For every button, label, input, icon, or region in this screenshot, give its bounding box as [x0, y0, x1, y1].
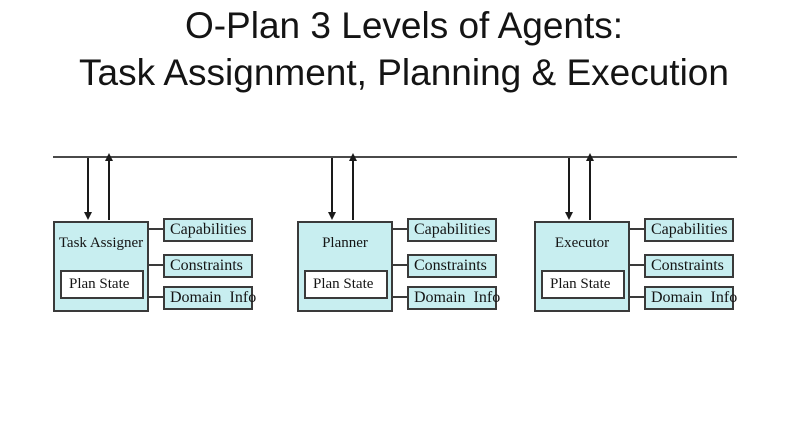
- agent-box-task-assigner: Task Assigner Plan State: [53, 221, 149, 312]
- resource-label: Capabilities: [414, 221, 491, 238]
- resource-label: Domain Info: [651, 289, 738, 306]
- resource-box-constraints: Constraints: [407, 254, 497, 278]
- resource-label: Domain Info: [414, 289, 501, 306]
- resource-label: Constraints: [651, 257, 724, 274]
- resource-box-domain-info: Domain Info: [163, 286, 257, 310]
- resource-label: Domain Info: [170, 289, 257, 306]
- resource-label: Capabilities: [651, 221, 728, 238]
- title-line-1: O-Plan 3 Levels of Agents:: [184, 5, 624, 46]
- page-title: O-Plan 3 Levels of Agents: Task Assignme…: [0, 2, 808, 96]
- resource-box-capabilities: Capabilities: [644, 218, 734, 242]
- up-arrow: [105, 153, 113, 220]
- down-arrow: [565, 158, 573, 220]
- down-arrow: [84, 158, 92, 220]
- up-arrow: [586, 153, 594, 220]
- plan-state-box: Plan State: [60, 270, 144, 299]
- agent-label: Executor: [554, 235, 610, 251]
- resource-box-capabilities: Capabilities: [163, 218, 253, 242]
- agent-group-planner: Planner Plan State Capabilities Constrai…: [297, 0, 502, 438]
- connector-line: [630, 228, 644, 230]
- connector-line: [630, 296, 644, 298]
- agent-label: Planner: [322, 235, 368, 251]
- bus-line: [53, 156, 737, 158]
- title-line-2: Task Assignment, Planning & Execution: [79, 52, 729, 93]
- resource-box-constraints: Constraints: [644, 254, 734, 278]
- resource-box-domain-info: Domain Info: [644, 286, 738, 310]
- plan-state-box: Plan State: [541, 270, 625, 299]
- connector-line: [393, 296, 407, 298]
- connector-line: [149, 296, 163, 298]
- connector-line: [149, 264, 163, 266]
- plan-state-label: Plan State: [550, 276, 611, 292]
- agent-label: Task Assigner: [58, 235, 144, 251]
- plan-state-label: Plan State: [69, 276, 130, 292]
- plan-state-box: Plan State: [304, 270, 388, 299]
- down-arrow: [328, 158, 336, 220]
- resource-label: Constraints: [170, 257, 243, 274]
- connector-line: [393, 228, 407, 230]
- agent-group-executor: Executor Plan State Capabilities Constra…: [534, 0, 739, 438]
- resource-box-domain-info: Domain Info: [407, 286, 501, 310]
- plan-state-label: Plan State: [313, 276, 374, 292]
- connector-line: [393, 264, 407, 266]
- connector-line: [630, 264, 644, 266]
- connector-line: [149, 228, 163, 230]
- agent-box-executor: Executor Plan State: [534, 221, 630, 312]
- agent-box-planner: Planner Plan State: [297, 221, 393, 312]
- resource-label: Constraints: [414, 257, 487, 274]
- resource-box-capabilities: Capabilities: [407, 218, 497, 242]
- agent-group-task-assigner: Task Assigner Plan State Capabilities Co…: [53, 0, 258, 438]
- up-arrow: [349, 153, 357, 220]
- resource-label: Capabilities: [170, 221, 247, 238]
- resource-box-constraints: Constraints: [163, 254, 253, 278]
